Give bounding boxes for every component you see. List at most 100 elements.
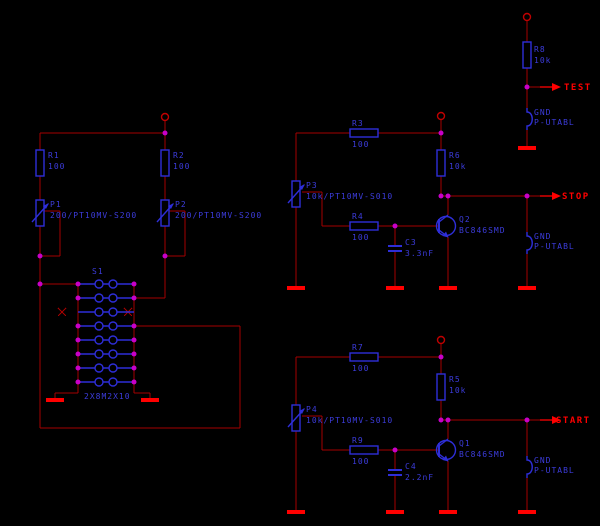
- junction-dot: [37, 281, 43, 287]
- resistor-r9[interactable]: R9 100: [349, 436, 379, 466]
- supply-pin[interactable]: [522, 12, 532, 22]
- arrow-right-icon: [552, 83, 561, 91]
- connector-pin: [108, 321, 118, 331]
- capacitor-c4[interactable]: C4 2.2nF: [388, 462, 434, 482]
- net-flag-start[interactable]: START: [540, 416, 591, 426]
- junction-dot: [524, 193, 530, 199]
- gnd-pad-value: P-UTABL: [534, 242, 575, 251]
- gnd-pad-stop[interactable]: GND P-UTABL: [526, 232, 575, 254]
- resistor-r5[interactable]: R5 10k: [436, 373, 466, 401]
- r5-value: 10k: [449, 386, 466, 395]
- gnd-pad-name: GND: [534, 232, 551, 241]
- p1-name: P1: [50, 200, 62, 209]
- junction-dot: [445, 417, 451, 423]
- r4-name: R4: [352, 212, 364, 221]
- junction-dot: [131, 295, 137, 301]
- ground-symbol[interactable]: [386, 510, 404, 514]
- transistor-q1[interactable]: Q1 BC846SMD: [435, 438, 506, 462]
- r3-name: R3: [352, 119, 364, 128]
- p1-value: 200/PT10MV-S200: [50, 211, 137, 220]
- gnd-pad-value: P-UTABL: [534, 466, 575, 475]
- connector-s1[interactable]: S1 2X8M2X10: [78, 267, 134, 401]
- trimmer-p2[interactable]: P2 200/PT10MV-S200: [156, 199, 262, 227]
- arrow-right-icon: [552, 192, 561, 200]
- r6-name: R6: [449, 151, 461, 160]
- trimmer-p3[interactable]: P3 10k/PT10MV-S010: [287, 180, 393, 208]
- trimmer-p1[interactable]: P1 200/PT10MV-S200: [31, 199, 137, 227]
- p4-value: 10k/PT10MV-S010: [306, 416, 393, 425]
- net-label-start: START: [556, 416, 591, 426]
- gnd-pad-test[interactable]: GND P-UTABL: [526, 108, 575, 130]
- ground-symbol[interactable]: [46, 398, 64, 402]
- q2-value: BC846SMD: [459, 226, 506, 235]
- connector-pin: [94, 377, 104, 387]
- r2-name: R2: [173, 151, 185, 160]
- s1-value: 2X8M2X10: [84, 392, 131, 401]
- p3-value: 10k/PT10MV-S010: [306, 192, 393, 201]
- resistor-r6[interactable]: R6 10k: [436, 149, 466, 177]
- ground-symbol[interactable]: [518, 510, 536, 514]
- ground-symbol[interactable]: [518, 286, 536, 290]
- p3-name: P3: [306, 181, 318, 190]
- resistor-r2[interactable]: R2 100: [160, 149, 190, 177]
- supply-pin[interactable]: [436, 111, 446, 121]
- supply-pin[interactable]: [436, 335, 446, 345]
- junction-dot: [392, 447, 398, 453]
- junction-dot: [75, 365, 81, 371]
- resistor-r8[interactable]: R8 10k: [522, 41, 551, 69]
- junction-dot: [438, 354, 444, 360]
- r2-value: 100: [173, 162, 190, 171]
- resistor-r4[interactable]: R4 100: [349, 212, 379, 242]
- capacitor-c3[interactable]: C3 3.3nF: [388, 238, 434, 258]
- net-flag-stop[interactable]: STOP: [540, 192, 590, 202]
- resistor-r7[interactable]: R7 100: [349, 343, 379, 373]
- c4-value: 2.2nF: [405, 473, 434, 482]
- supply-pins: [160, 12, 532, 345]
- transistor-q2[interactable]: Q2 BC846SMD: [435, 214, 506, 238]
- r9-name: R9: [352, 436, 364, 445]
- connector-pin: [108, 335, 118, 345]
- junction-dot: [524, 417, 530, 423]
- net-flag-test[interactable]: TEST: [540, 83, 592, 93]
- ground-symbol[interactable]: [518, 146, 536, 150]
- gnd-pad-start[interactable]: GND P-UTABL: [526, 456, 575, 478]
- r7-name: R7: [352, 343, 364, 352]
- connector-pin: [94, 321, 104, 331]
- s1-name: S1: [92, 267, 104, 276]
- connector-pins[interactable]: [94, 279, 118, 387]
- supply-pin[interactable]: [160, 112, 170, 122]
- junction-dot: [75, 323, 81, 329]
- ground-symbols: [46, 146, 536, 514]
- ground-symbol[interactable]: [439, 510, 457, 514]
- ground-symbol[interactable]: [386, 286, 404, 290]
- ground-symbol[interactable]: [287, 286, 305, 290]
- junction-dot: [131, 323, 137, 329]
- trimmer-p4[interactable]: P4 10k/PT10MV-S010: [287, 404, 393, 432]
- connector-pin: [108, 349, 118, 359]
- junction-dot: [131, 351, 137, 357]
- resistor-r3[interactable]: R3 100: [349, 119, 379, 149]
- junction-dot: [445, 193, 451, 199]
- connector-pin: [94, 363, 104, 373]
- ground-symbol[interactable]: [287, 510, 305, 514]
- ground-symbol[interactable]: [141, 398, 159, 402]
- junction-dot: [392, 223, 398, 229]
- connector-pin: [94, 279, 104, 289]
- junction-dot: [131, 365, 137, 371]
- junction-dot: [438, 417, 444, 423]
- c3-name: C3: [405, 238, 417, 247]
- resistor-r1[interactable]: R1 100: [35, 149, 65, 177]
- r5-name: R5: [449, 375, 461, 384]
- c4-name: C4: [405, 462, 417, 471]
- gnd-pad-value: P-UTABL: [534, 118, 575, 127]
- q1-name: Q1: [459, 439, 471, 448]
- junction-dot: [131, 379, 137, 385]
- r9-value: 100: [352, 457, 369, 466]
- r3-value: 100: [352, 140, 369, 149]
- junction-dot: [75, 337, 81, 343]
- ground-symbol[interactable]: [439, 286, 457, 290]
- junction-dot: [438, 193, 444, 199]
- gnd-pad-name: GND: [534, 108, 551, 117]
